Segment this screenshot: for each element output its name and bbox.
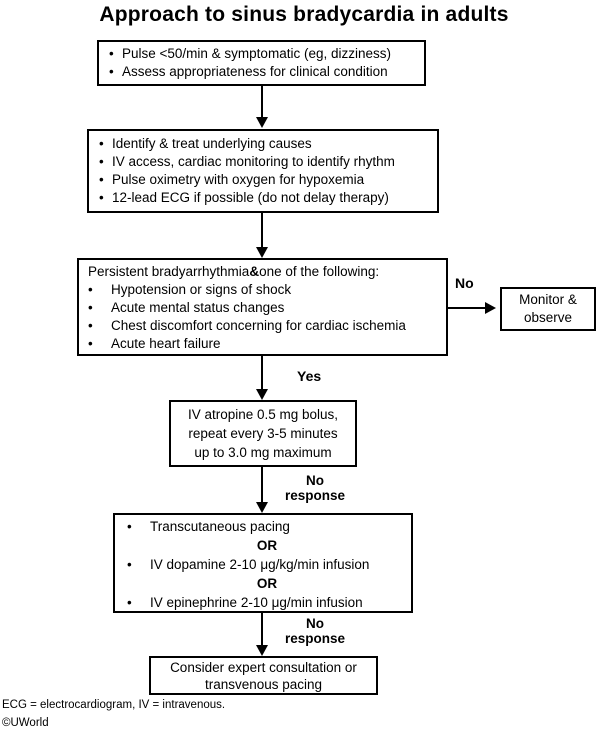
box-monitor-observe: Monitor & observe: [500, 287, 596, 331]
bullet-icon: •: [127, 557, 132, 572]
bullet-text: 12-lead ECG if possible (do not delay th…: [112, 190, 389, 205]
copyright: ©UWorld: [2, 717, 49, 729]
bullet-icon: •: [99, 136, 104, 151]
box-second-line-therapy: • Transcutaneous pacing OR • IV dopamine…: [113, 513, 413, 613]
arrow-right-no: [447, 307, 485, 309]
arrow-down-5: [261, 613, 263, 645]
bullet-text: IV access, cardiac monitoring to identif…: [112, 154, 395, 169]
list-item: • Hypotension or signs of shock: [88, 281, 442, 299]
bullet-text: IV epinephrine 2-10 μg/min infusion: [150, 595, 363, 610]
arrow-down-4: [261, 467, 263, 502]
or-separator: OR: [256, 576, 278, 591]
label-no-response-2: No response: [281, 616, 349, 646]
label-line: response: [284, 488, 346, 503]
box-text-line: repeat every 3-5 minutes: [188, 426, 338, 441]
bullet-text: Transcutaneous pacing: [150, 519, 290, 534]
list-item: • Transcutaneous pacing: [127, 517, 407, 536]
list-item: • Chest discomfort concerning for cardia…: [88, 317, 442, 335]
box-text-line: observe: [523, 310, 573, 325]
arrow-down-1-head-icon: [256, 117, 268, 128]
box-text-line: Monitor &: [519, 292, 577, 307]
arrow-down-5-head-icon: [256, 645, 268, 656]
bullet-text: Assess appropriateness for clinical cond…: [122, 64, 388, 79]
bullet-icon: •: [88, 336, 93, 351]
list-item: • Pulse <50/min & symptomatic (eg, dizzi…: [109, 45, 420, 63]
page-title: Approach to sinus bradycardia in adults: [99, 3, 509, 26]
arrow-down-3: [261, 356, 263, 389]
box-expert-consultation: Consider expert consultation or transven…: [149, 656, 378, 695]
header-post: one of the following:: [259, 264, 380, 279]
bullet-icon: •: [99, 190, 104, 205]
box-stabilization: • Identify & treat underlying causes • I…: [87, 129, 439, 213]
header-pre: Persistent bradyarrhythmia: [88, 264, 250, 279]
bullet-icon: •: [99, 154, 104, 169]
abbreviation-note: ECG = electrocardiogram, IV = intravenou…: [2, 699, 226, 711]
bullet-icon: •: [99, 172, 104, 187]
box-header-text: Persistent bradyarrhythmia & one of the …: [88, 263, 442, 281]
list-item: • 12-lead ECG if possible (do not delay …: [99, 189, 433, 207]
bullet-text: Acute mental status changes: [111, 300, 285, 315]
bullet-icon: •: [88, 282, 93, 297]
list-item: • Acute mental status changes: [88, 299, 442, 317]
label-no-response-1: No response: [281, 473, 349, 503]
label-line: response: [284, 631, 346, 646]
bullet-text: IV dopamine 2-10 μg/kg/min infusion: [150, 557, 370, 572]
bullet-icon: •: [109, 46, 114, 61]
bullet-text: Identify & treat underlying causes: [112, 136, 312, 151]
bullet-icon: •: [109, 64, 114, 79]
arrow-down-4-head-icon: [256, 502, 268, 513]
arrow-down-2: [261, 213, 263, 247]
box-initial-assessment: • Pulse <50/min & symptomatic (eg, dizzi…: [97, 40, 426, 86]
label-line: No: [306, 473, 324, 488]
list-item: • IV dopamine 2-10 μg/kg/min infusion: [127, 555, 407, 574]
label-yes: Yes: [297, 368, 322, 384]
label-line: No: [306, 616, 324, 631]
bullet-text: Chest discomfort concerning for cardiac …: [111, 318, 406, 333]
list-item: • Acute heart failure: [88, 335, 442, 353]
arrow-down-2-head-icon: [256, 247, 268, 258]
list-item: • Pulse oximetry with oxygen for hypoxem…: [99, 171, 433, 189]
list-item: • IV epinephrine 2-10 μg/min infusion: [127, 593, 407, 612]
box-text-line: up to 3.0 mg maximum: [194, 445, 332, 460]
label-no: No: [455, 275, 474, 291]
arrow-down-1: [261, 86, 263, 117]
bullet-text: Pulse <50/min & symptomatic (eg, dizzine…: [122, 46, 391, 61]
bullet-text: Acute heart failure: [111, 336, 221, 351]
bullet-icon: •: [127, 595, 132, 610]
box-text-line: transvenous pacing: [204, 676, 323, 692]
box-persistent-criteria: Persistent bradyarrhythmia & one of the …: [77, 258, 448, 356]
arrow-right-no-head-icon: [485, 302, 496, 314]
box-atropine: IV atropine 0.5 mg bolus, repeat every 3…: [169, 400, 357, 467]
bullet-icon: •: [127, 519, 132, 534]
list-item: • Assess appropriateness for clinical co…: [109, 63, 420, 81]
bullet-icon: •: [88, 300, 93, 315]
or-separator: OR: [256, 538, 278, 553]
box-text-line: Consider expert consultation or: [170, 659, 357, 675]
list-item: • IV access, cardiac monitoring to ident…: [99, 153, 433, 171]
box-text-line: IV atropine 0.5 mg bolus,: [187, 407, 339, 422]
header-amp: &: [249, 264, 260, 279]
list-item: • Identify & treat underlying causes: [99, 135, 433, 153]
bullet-icon: •: [88, 318, 93, 333]
arrow-down-3-head-icon: [256, 389, 268, 400]
bullet-text: Hypotension or signs of shock: [111, 282, 292, 297]
bullet-text: Pulse oximetry with oxygen for hypoxemia: [112, 172, 365, 187]
